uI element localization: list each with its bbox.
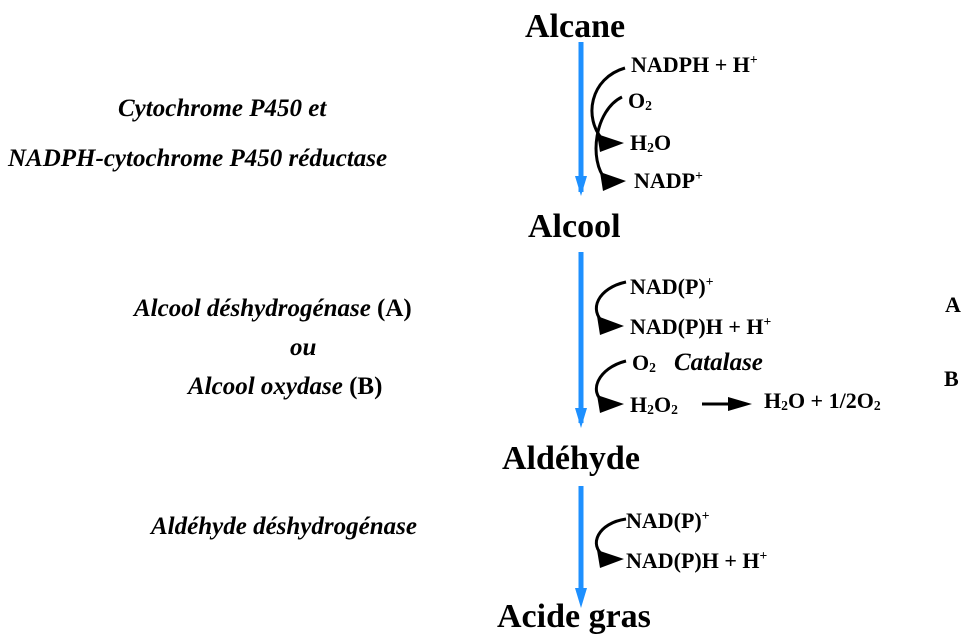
cofactor-nadph-out-step2: NAD(P)H + H+ [630, 313, 772, 339]
cofactor-nadph: NADPH + H+ [631, 51, 758, 77]
arrowhead-nadph-step3 [597, 550, 624, 568]
cofactor-h2o2-h: H [630, 392, 648, 417]
cofactor-nadph-out-step3: NAD(P)H + H+ [626, 547, 768, 573]
enzyme-ou: ou [290, 334, 317, 361]
arrowhead-h2o2 [597, 395, 624, 413]
curve-nadp-step2 [594, 280, 627, 325]
cofactor-prod-sub2: 2 [873, 398, 881, 414]
cofactor-nadph-text: NADPH + H [631, 52, 750, 77]
cofactor-o2-base: O [628, 88, 646, 113]
cofactor-h2o2-sub2: 2 [671, 402, 678, 418]
cofactor-h2o-h: H [630, 130, 648, 155]
route-label-b: B [944, 366, 959, 391]
cofactor-h2o-o: O [653, 130, 672, 155]
catalase-arrowhead [728, 397, 752, 411]
cofactor-catalase-products: H2O + 1/2O2 [764, 388, 881, 414]
enzyme-alcool-dehydrogenase: Alcool déshydrogénase (A) [134, 296, 412, 321]
arrowhead-nadp [600, 172, 626, 191]
cofactor-o2-step2-sub: 2 [649, 360, 656, 376]
enzyme-alcool-oxydase: Alcool oxydase (B) [188, 374, 382, 399]
enzyme-ao-name: Alcool oxydase [188, 373, 343, 400]
cofactor-o2-step2-base: O [632, 350, 650, 375]
enzyme-cyp450-line2: NADPH-cytochrome P450 réductase [8, 145, 388, 172]
cofactor-nadp-in-step3-text: NAD(P) [626, 508, 702, 533]
curve-nadph-to-h2o [590, 66, 626, 142]
metabolite-acide-gras: Acide gras [497, 598, 651, 635]
cofactor-h2o-step1: H2O [630, 130, 672, 156]
cofactor-nadph-out-sup: + [763, 313, 772, 329]
route-label-a: A [945, 292, 961, 317]
cofactor-nadph-sup: + [749, 51, 758, 67]
cofactor-nadp-in-step3-sup: + [701, 507, 710, 523]
cofactor-nadp-in-step2: NAD(P)+ [630, 273, 714, 299]
metabolite-alcool: Alcool [528, 208, 621, 245]
metabolite-alcane: Alcane [525, 8, 626, 45]
enzyme-adh-tag: (A) [377, 295, 412, 322]
curve-nadp-step3 [594, 517, 627, 558]
cofactor-o2-sub: 2 [645, 98, 652, 114]
cofactor-h2o-sub: 2 [647, 140, 654, 156]
cofactor-nadp-sup: + [695, 167, 703, 183]
cofactor-prod-sub1: 2 [781, 398, 788, 414]
cofactor-h2o2: H2O2 [630, 392, 678, 418]
enzyme-aldehyde-dehydrogenase: Aldéhyde déshydrogénase [151, 513, 417, 540]
cofactor-o2-step1: O2 [628, 88, 652, 114]
arrowhead-nadph-step2 [597, 316, 624, 335]
cofactor-nadp-in-sup: + [705, 273, 714, 289]
arrowhead-h2o [597, 134, 624, 152]
cofactor-prod-rest: O + 1/2O [787, 388, 874, 413]
cofactor-h2o2-o: O [653, 392, 672, 417]
curve-o2-step2 [594, 359, 627, 404]
cofactor-nadp-step1: NADP+ [634, 167, 703, 193]
main-arrowhead-3 [575, 588, 587, 608]
cofactor-nadph-out-step3-text: NAD(P)H + H [626, 548, 760, 573]
cofactor-o2-step2: O2 [632, 350, 656, 376]
enzyme-ao-tag: (B) [349, 373, 383, 400]
cofactor-nadp-in-step3: NAD(P)+ [626, 507, 710, 533]
enzyme-adh-name: Alcool déshydrogénase [134, 295, 371, 322]
cofactor-prod-h: H [764, 388, 782, 413]
enzyme-cyp450-line1: Cytochrome P450 et [118, 95, 327, 122]
enzyme-catalase: Catalase [674, 349, 763, 376]
cofactor-nadp-in-text: NAD(P) [630, 274, 706, 299]
main-arrowhead-1 [575, 176, 587, 196]
cofactor-nadph-out-step3-sup: + [759, 547, 768, 563]
cofactor-nadp-text: NADP [634, 168, 696, 193]
metabolite-aldehyde: Aldéhyde [502, 440, 640, 477]
cofactor-nadph-out-text: NAD(P)H + H [630, 314, 764, 339]
main-arrowhead-2 [575, 408, 587, 428]
cofactor-h2o2-sub1: 2 [647, 402, 654, 418]
